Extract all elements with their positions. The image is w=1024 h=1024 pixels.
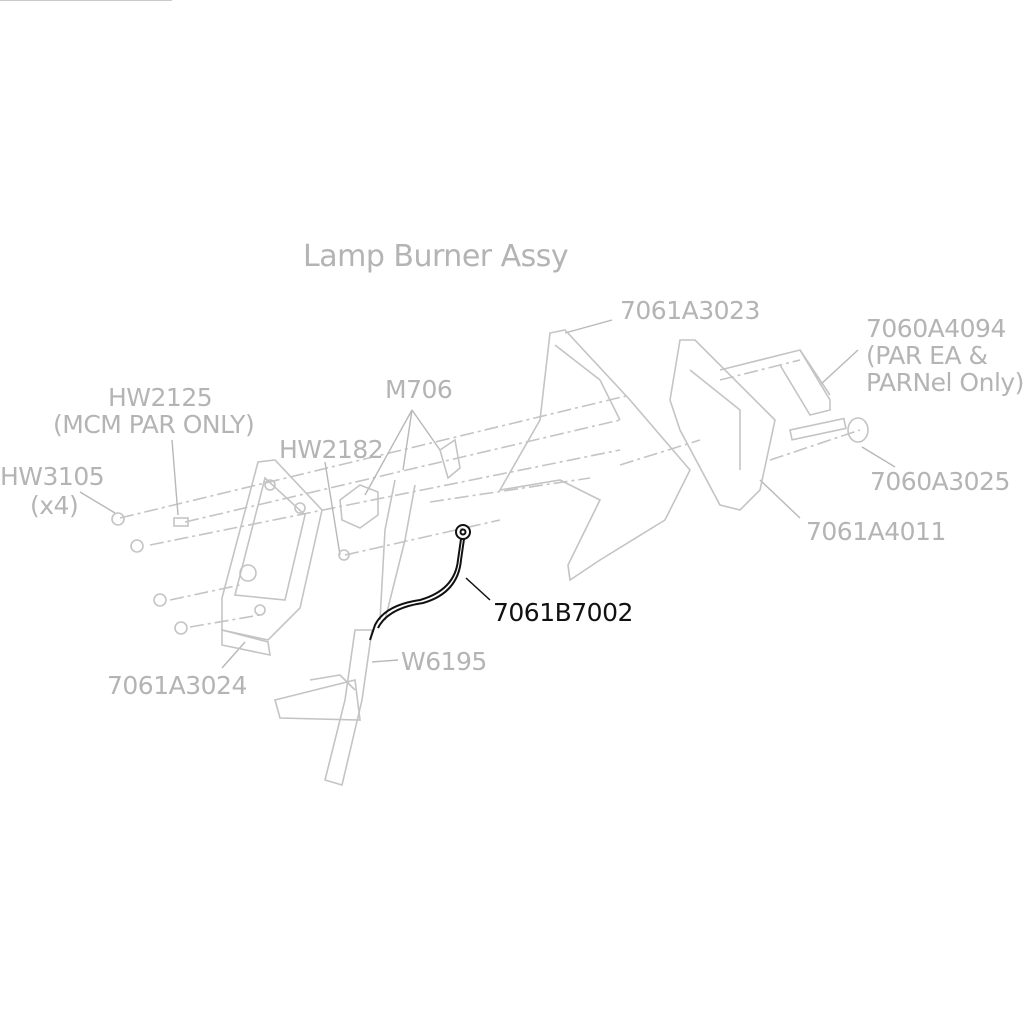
- screw-HW2182: [338, 549, 350, 561]
- part-W6195: [274, 629, 373, 787]
- part-7060A4094: [719, 349, 831, 416]
- assembly-axis-lines: [119, 359, 861, 628]
- label-7061B7002: 7061B7002: [493, 598, 633, 627]
- label-HW3105-note: (x4): [30, 491, 79, 520]
- screws-HW3105: [111, 512, 188, 635]
- part-7061A3023: [498, 329, 691, 582]
- label-7061A3024: 7061A3024: [107, 671, 247, 700]
- label-7061A3023: 7061A3023: [620, 296, 760, 325]
- label-HW2125: HW2125: [108, 383, 213, 412]
- part-7061B7002: [369, 524, 491, 641]
- part-7061A3024: [221, 459, 323, 657]
- leader-lines: [0, 0, 896, 669]
- label-HW2125-note: (MCM PAR ONLY): [53, 410, 255, 439]
- diagram-title: Lamp Burner Assy: [303, 239, 569, 274]
- label-7061A4011: 7061A4011: [806, 517, 946, 546]
- label-7060A4094-note2: PARNel Only): [866, 368, 1024, 397]
- part-M706: [339, 438, 461, 621]
- label-HW3105: HW3105: [0, 462, 105, 491]
- part-7061A4011: [669, 339, 776, 511]
- part-7060A3025: [789, 417, 869, 443]
- label-HW2182: HW2182: [279, 435, 384, 464]
- label-7060A3025: 7060A3025: [870, 467, 1010, 496]
- label-7060A4094: 7060A4094: [866, 314, 1006, 343]
- label-W6195: W6195: [401, 647, 487, 676]
- label-7060A4094-note1: (PAR EA &: [866, 341, 988, 370]
- label-M706: M706: [385, 375, 453, 404]
- screw-HW2125: [173, 517, 189, 527]
